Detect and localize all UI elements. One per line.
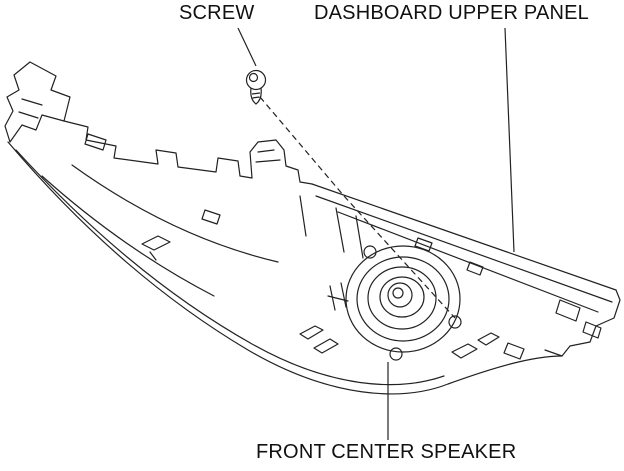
screw-insertion-dashed-line bbox=[259, 96, 456, 319]
dashboard-upper-panel-part bbox=[4, 61, 621, 395]
callout-leader-lines bbox=[237, 27, 515, 440]
label-front-center-speaker: FRONT CENTER SPEAKER bbox=[256, 441, 517, 463]
label-dashboard-upper-panel: DASHBOARD UPPER PANEL bbox=[314, 2, 590, 24]
speaker-screw-boss bbox=[389, 347, 403, 361]
label-screw: SCREW bbox=[179, 2, 255, 24]
screw-part bbox=[245, 69, 267, 105]
speaker-screw-boss bbox=[363, 245, 377, 259]
dashboard-panel-leader-line bbox=[504, 27, 515, 253]
speaker-screw-boss bbox=[448, 315, 462, 329]
front-center-speaker-part bbox=[345, 245, 462, 361]
screw-leader-line bbox=[237, 27, 257, 67]
